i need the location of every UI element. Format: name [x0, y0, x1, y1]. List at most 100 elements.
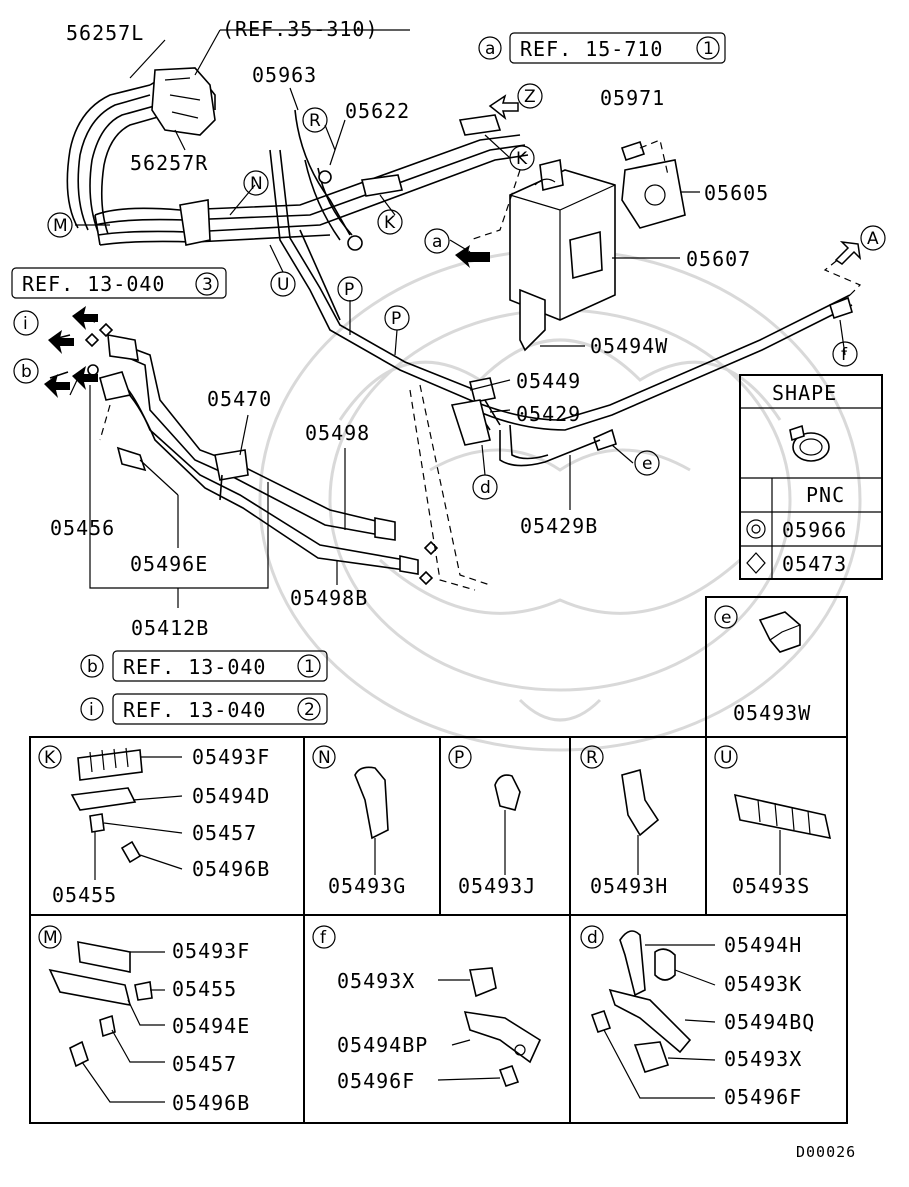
bolt-icon — [120, 840, 142, 864]
pnc-row1[interactable]: 05966 — [782, 518, 847, 542]
arrow-b-1-icon — [72, 366, 98, 390]
detail-panel-p: P 05493J — [448, 745, 536, 898]
callout-k-top[interactable]: K — [509, 145, 535, 171]
part-05498B[interactable]: 05498B — [290, 586, 368, 610]
panel-e-label: e — [721, 608, 731, 628]
panel-f-part-2[interactable]: 05496F — [337, 1069, 415, 1093]
part-05498[interactable]: 05498 — [305, 421, 370, 445]
callout-n[interactable]: N — [243, 170, 269, 196]
callout-f[interactable]: f — [832, 341, 858, 367]
callout-m-label: M — [53, 216, 68, 236]
part-05429[interactable]: 05429 — [516, 402, 581, 426]
ref-13-040-2[interactable]: i REF. 13-040 2 — [80, 693, 328, 725]
part-05622[interactable]: 05622 — [345, 99, 410, 123]
panel-m-part-3[interactable]: 05457 — [172, 1052, 237, 1076]
bracket-icon — [70, 787, 137, 811]
bolt-icon — [69, 1040, 89, 1068]
clip-05493H-icon — [621, 768, 660, 837]
part-05971[interactable]: 05971 — [600, 86, 665, 110]
part-05607[interactable]: 05607 — [686, 247, 751, 271]
callout-A[interactable]: A — [860, 225, 886, 251]
panel-r-label: R — [586, 748, 598, 768]
detail-panel-k: K 05493F 05494D 05457 05496B 05455 — [38, 745, 270, 907]
callout-b[interactable]: b — [13, 358, 39, 384]
panel-k-part-1[interactable]: 05494D — [192, 784, 270, 808]
callout-r-label: R — [309, 111, 321, 131]
part-05429B[interactable]: 05429B — [520, 514, 598, 538]
panel-m-part-0[interactable]: 05493F — [172, 939, 250, 963]
detail-panel-n: N 05493G — [312, 745, 406, 898]
leader-lines — [49, 29, 862, 608]
part-56257L[interactable]: 56257L — [66, 21, 144, 45]
collar-icon — [134, 981, 153, 1001]
panel-n-label: N — [318, 748, 331, 768]
callout-r[interactable]: R — [302, 107, 328, 133]
callout-b-label: b — [21, 362, 32, 382]
part-05605[interactable]: 05605 — [704, 181, 769, 205]
part-05470[interactable]: 05470 — [207, 387, 272, 411]
callout-k-mid[interactable]: K — [377, 209, 403, 235]
part-05456[interactable]: 05456 — [50, 516, 115, 540]
arrow-z-icon — [488, 94, 519, 121]
panel-p-label: P — [454, 748, 464, 768]
panel-n-part-0[interactable]: 05493G — [328, 874, 406, 898]
callout-z[interactable]: Z — [517, 83, 543, 109]
callout-p-1[interactable]: P — [337, 276, 363, 302]
ref-13-040-3[interactable]: REF. 13-040 3 — [11, 267, 227, 299]
callout-i[interactable]: i — [13, 310, 39, 336]
part-05963[interactable]: 05963 — [252, 63, 317, 87]
panel-p-part-0[interactable]: 05493J — [458, 874, 536, 898]
callout-e-label: e — [642, 454, 652, 474]
detail-panel-u: U 05493S — [714, 745, 832, 898]
panel-e-part-0[interactable]: 05493W — [733, 701, 811, 725]
callout-a[interactable]: a — [424, 228, 450, 254]
panel-k-part-2[interactable]: 05457 — [192, 821, 257, 845]
ref-13-040-1-num: 1 — [304, 657, 315, 677]
panel-u-label: U — [720, 748, 732, 768]
detail-panel-f: f 05493X 05494BP 05496F — [312, 925, 542, 1093]
panel-m-part-1[interactable]: 05455 — [172, 977, 237, 1001]
callout-d[interactable]: d — [472, 474, 498, 500]
bolt-05496F-icon — [590, 1009, 612, 1034]
part-05496E[interactable]: 05496E — [130, 552, 208, 576]
part-05412B[interactable]: 05412B — [131, 616, 209, 640]
panel-k-part-4[interactable]: 05455 — [52, 883, 117, 907]
arrow-A-icon — [834, 240, 862, 265]
hose-clamp-icon — [789, 424, 830, 462]
panel-m-part-4[interactable]: 05496B — [172, 1091, 250, 1115]
panel-d-part-3[interactable]: 05493X — [724, 1047, 802, 1071]
detail-grid — [29, 736, 848, 1124]
detail-panel-d: d 05494H 05493K 05494BQ 05493X 05496F — [580, 925, 815, 1109]
panel-m-part-2[interactable]: 05494E — [172, 1014, 250, 1038]
callout-u[interactable]: U — [270, 271, 296, 297]
ref-13-040-1[interactable]: b REF. 13-040 1 — [80, 650, 328, 682]
callout-m[interactable]: M — [47, 212, 73, 238]
panel-k-part-3[interactable]: 05496B — [192, 857, 270, 881]
ref-15-710-text: REF. 15-710 — [520, 37, 663, 61]
ref-15-710[interactable]: a REF. 15-710 1 — [478, 32, 726, 64]
diamond-icon — [746, 552, 766, 574]
callout-e[interactable]: e — [634, 450, 660, 476]
ref-13-040-3-text: REF. 13-040 — [22, 272, 165, 296]
panel-d-part-1[interactable]: 05493K — [724, 972, 802, 996]
panel-d-part-4[interactable]: 05496F — [724, 1085, 802, 1109]
ref-35-310-label: (REF.35-310) — [222, 17, 379, 41]
part-05449[interactable]: 05449 — [516, 369, 581, 393]
bolt-05496F-icon — [498, 1064, 520, 1088]
ref-13-040-3-num: 3 — [202, 275, 213, 295]
callout-p-2[interactable]: P — [384, 305, 410, 331]
pnc-row2[interactable]: 05473 — [782, 552, 847, 576]
part-56257R[interactable]: 56257R — [130, 151, 208, 175]
panel-k-part-0[interactable]: 05493F — [192, 745, 270, 769]
panel-u-part-0[interactable]: 05493S — [732, 874, 810, 898]
panel-f-part-1[interactable]: 05494BP — [337, 1033, 428, 1057]
callout-i-label: i — [23, 314, 28, 334]
panel-d-part-0[interactable]: 05494H — [724, 933, 802, 957]
panel-r-part-0[interactable]: 05493H — [590, 874, 668, 898]
clip-05493G-icon — [354, 766, 389, 840]
ref-13-040-2-letter: i — [89, 700, 94, 720]
panel-f-part-0[interactable]: 05493X — [337, 969, 415, 993]
panel-d-part-2[interactable]: 05494BQ — [724, 1010, 815, 1034]
part-05494W[interactable]: 05494W — [590, 334, 668, 358]
